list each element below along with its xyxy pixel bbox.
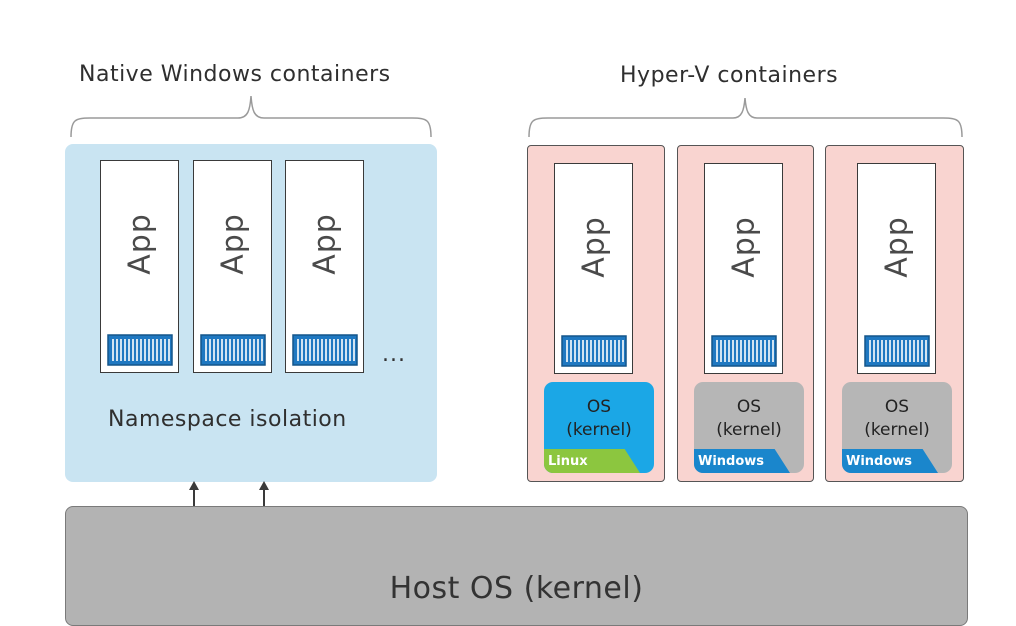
os-kernel-box: OS (kernel) Linux <box>544 382 654 473</box>
container-icon <box>107 334 173 366</box>
os-badge: Windows <box>842 449 938 473</box>
os-badge-label: Windows <box>698 454 765 469</box>
hyperv-app-card: App <box>554 163 633 374</box>
os-badge: Windows <box>694 449 790 473</box>
os-kernel-label: OS (kernel) <box>566 397 632 440</box>
container-icon <box>292 334 358 366</box>
container-icon <box>200 334 266 366</box>
more-containers-ellipsis: ... <box>382 342 406 367</box>
app-label: App <box>122 213 157 275</box>
app-label: App <box>576 216 611 278</box>
os-kernel-label: OS (kernel) <box>864 397 930 440</box>
container-icon <box>561 335 627 367</box>
app-label: App <box>879 216 914 278</box>
native-brace-icon <box>70 95 432 138</box>
os-badge: Linux <box>544 449 640 473</box>
hyperv-container-1: App OS (kernel) Linux <box>527 145 665 482</box>
hyperv-container-3: App OS (kernel) Windows <box>825 145 964 482</box>
hyperv-container-2: App OS (kernel) Windows <box>677 145 814 482</box>
app-label: App <box>726 216 761 278</box>
hyperv-app-card: App <box>857 163 936 374</box>
os-badge-label: Windows <box>846 454 913 469</box>
os-kernel-box: OS (kernel) Windows <box>694 382 804 473</box>
native-app-card-1: App <box>100 160 179 373</box>
native-app-card-2: App <box>193 160 272 373</box>
container-icon <box>711 335 777 367</box>
hyperv-brace-icon <box>528 97 963 138</box>
host-os-panel: Host OS (kernel) <box>65 506 968 626</box>
native-app-card-3: App <box>285 160 364 373</box>
hyperv-containers-title: Hyper-V containers <box>620 63 839 88</box>
os-badge-label: Linux <box>548 454 588 469</box>
os-kernel-box: OS (kernel) Windows <box>842 382 952 473</box>
app-label: App <box>215 213 250 275</box>
namespace-isolation-label: Namespace isolation <box>108 407 347 432</box>
os-kernel-label: OS (kernel) <box>716 397 782 440</box>
hyperv-app-card: App <box>704 163 783 374</box>
host-os-label: Host OS (kernel) <box>389 571 644 606</box>
native-containers-title: Native Windows containers <box>79 62 391 87</box>
container-icon <box>864 335 930 367</box>
app-label: App <box>307 213 342 275</box>
